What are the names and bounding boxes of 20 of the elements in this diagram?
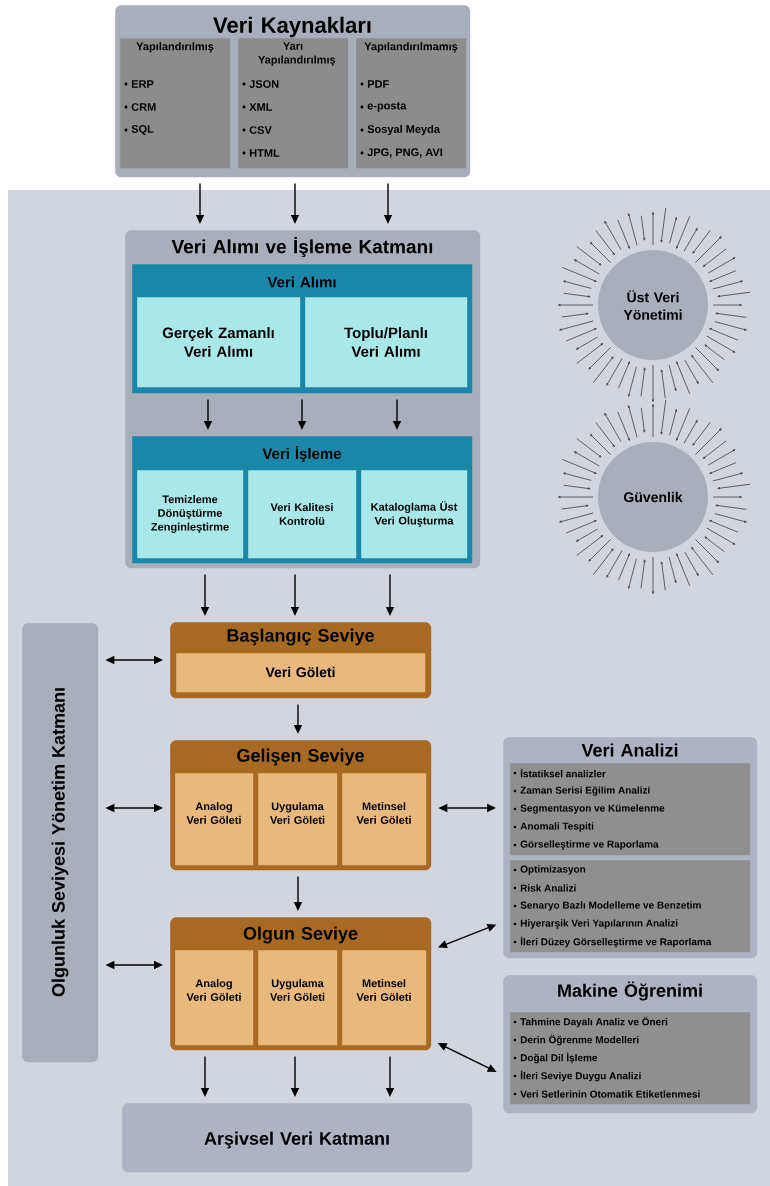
bullet-list: İstatiksel analizler Zaman Serisi Eğilim Analizi Segmentasyon ve Kümelenme Anomali Tespiti Görselleştirme ve Raporlama xyxy=(510,763,751,856)
process-box: Veri Kalitesi Kontrolü xyxy=(248,470,357,559)
process-box: Temizleme Dönüştürme Zenginleştirme xyxy=(137,470,244,559)
lake-box: Uygulama Veri Göleti xyxy=(258,950,338,1046)
category-column: Yapılandırılmamış PDF e-posta Sosyal Meyda JPG, PNG, AVI xyxy=(356,38,467,169)
layer-box: Olgunluk Seviyesi Yönetim Katmanı xyxy=(22,623,99,1063)
bullet-list: Tahmine Dayalı Analiz ve Öneri Derin Öğrenme Modelleri Doğal Dil İşleme İleri Seviye Duygu Analizi Veri Setlerinin Otomatik Etiketlenmesi xyxy=(510,1012,751,1105)
category-column: Yapılandırılmış ERP CRM SQL xyxy=(120,38,231,169)
process-box: Gerçek Zamanlı Veri Alımı xyxy=(137,297,301,388)
lake-box: Metinsel Veri Göleti xyxy=(342,950,427,1046)
lake-box: Analog Veri Göleti xyxy=(175,950,254,1046)
process-box: Toplu/Planlı Veri Alımı xyxy=(305,297,468,388)
lake-box: Veri Göleti xyxy=(176,653,426,693)
lake-box: Uygulama Veri Göleti xyxy=(258,773,338,866)
layer-box: Arşivsel Veri Katmanı xyxy=(122,1103,473,1173)
lake-box: Metinsel Veri Göleti xyxy=(342,773,427,866)
bullet-list: Optimizasyon Risk Analizi Senaryo Bazlı Modelleme ve Benzetim Hiyerarşik Veri Yapılarının Analizi İleri Düzey Görselleştirme ve Raporlama xyxy=(510,860,751,953)
process-box: Kataloglama Üst Veri Oluşturma xyxy=(361,470,468,559)
category-column: Yarı Yapılandırılmış JSON XML CSV HTML xyxy=(238,38,349,169)
lake-box: Analog Veri Göleti xyxy=(175,773,254,866)
